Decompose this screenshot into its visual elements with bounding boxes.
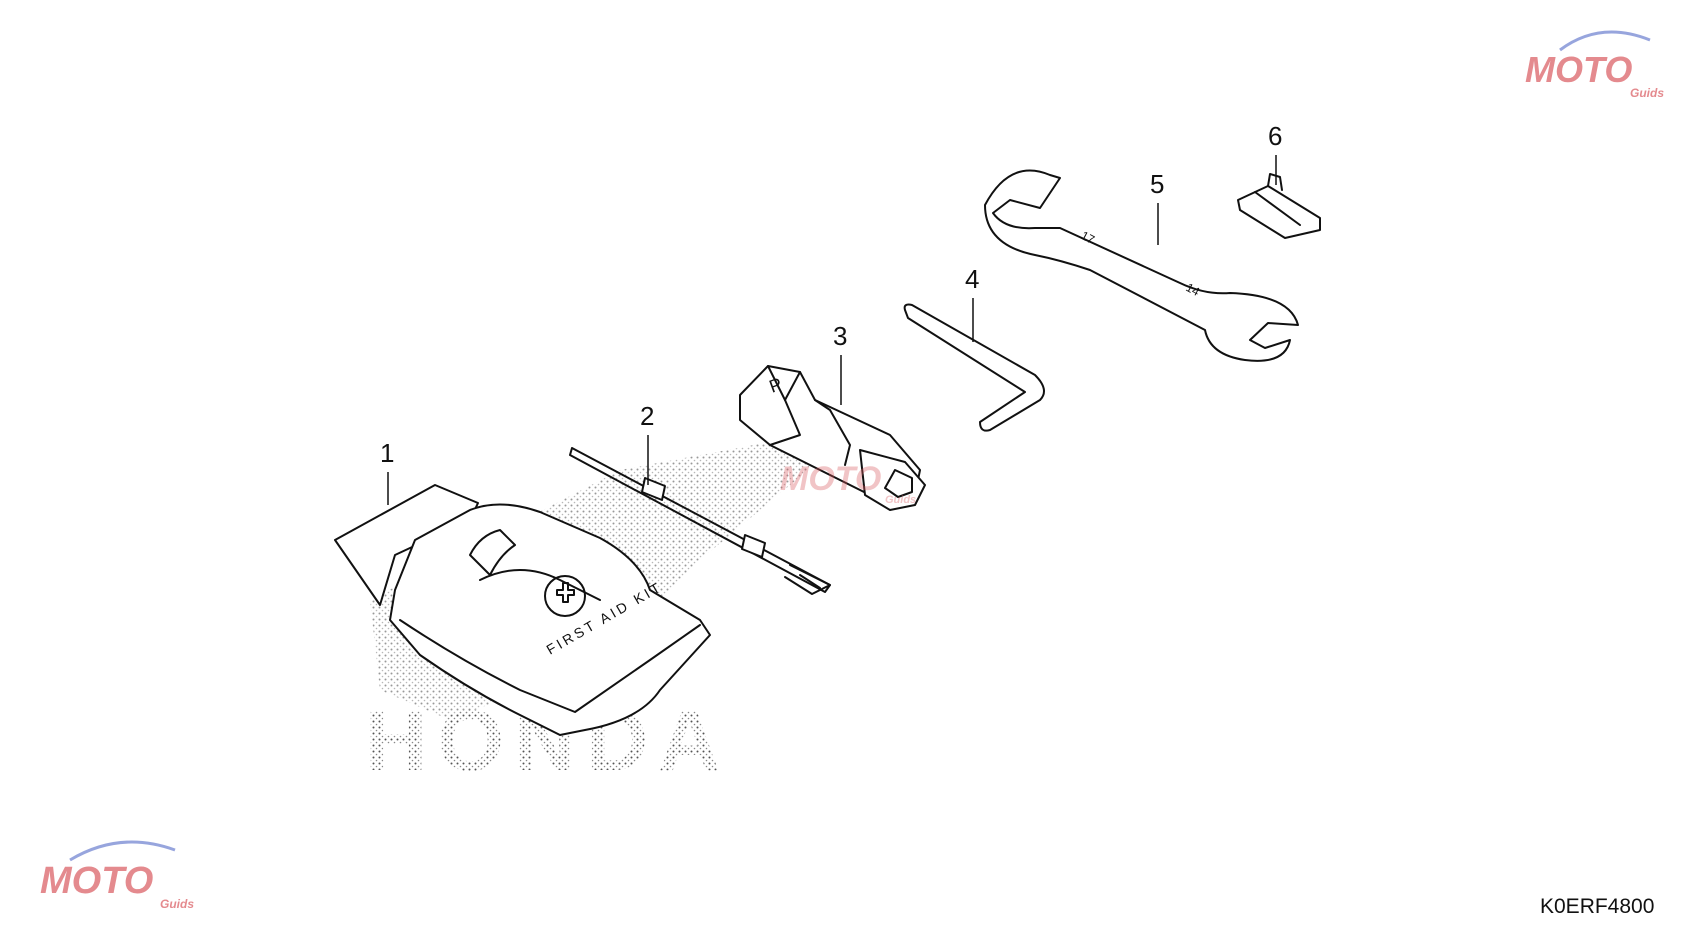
- first-aid-kit: FIRST AID KIT: [334, 484, 711, 736]
- callout-6: 6: [1268, 121, 1282, 185]
- svg-text:MOTO: MOTO: [40, 860, 153, 902]
- svg-text:MOTO: MOTO: [780, 460, 881, 498]
- moto-guids-watermark-bottom: MOTO Guids: [40, 840, 194, 911]
- svg-text:6: 6: [1268, 121, 1282, 151]
- callout-3: 3: [833, 321, 847, 405]
- svg-text:2: 2: [640, 401, 654, 431]
- diagram-code: K0ERF4800: [1540, 895, 1655, 918]
- svg-text:Guids: Guids: [885, 494, 916, 506]
- spark-plug-socket: P: [739, 365, 926, 511]
- svg-text:Guids: Guids: [160, 897, 194, 911]
- svg-text:Guids: Guids: [1630, 86, 1664, 100]
- callout-4: 4: [965, 264, 979, 342]
- callout-2: 2: [640, 401, 654, 485]
- open-end-wrench: 17 14: [984, 169, 1299, 362]
- moto-guids-watermark-center: MOTO Guids: [780, 460, 916, 506]
- callout-5: 5: [1150, 169, 1164, 245]
- svg-text:3: 3: [833, 321, 847, 351]
- wrench-size-17: 17: [1079, 228, 1098, 247]
- wrench-size-14: 14: [1184, 280, 1203, 299]
- callout-1: 1: [380, 438, 394, 505]
- moto-guids-watermark-top: MOTO Guids: [1525, 30, 1664, 100]
- screwdriver: [569, 447, 831, 595]
- hex-key: [903, 303, 1045, 432]
- svg-text:5: 5: [1150, 169, 1164, 199]
- svg-text:1: 1: [380, 438, 394, 468]
- svg-text:MOTO: MOTO: [1525, 49, 1632, 90]
- fuse-puller: [1237, 173, 1321, 239]
- svg-text:4: 4: [965, 264, 979, 294]
